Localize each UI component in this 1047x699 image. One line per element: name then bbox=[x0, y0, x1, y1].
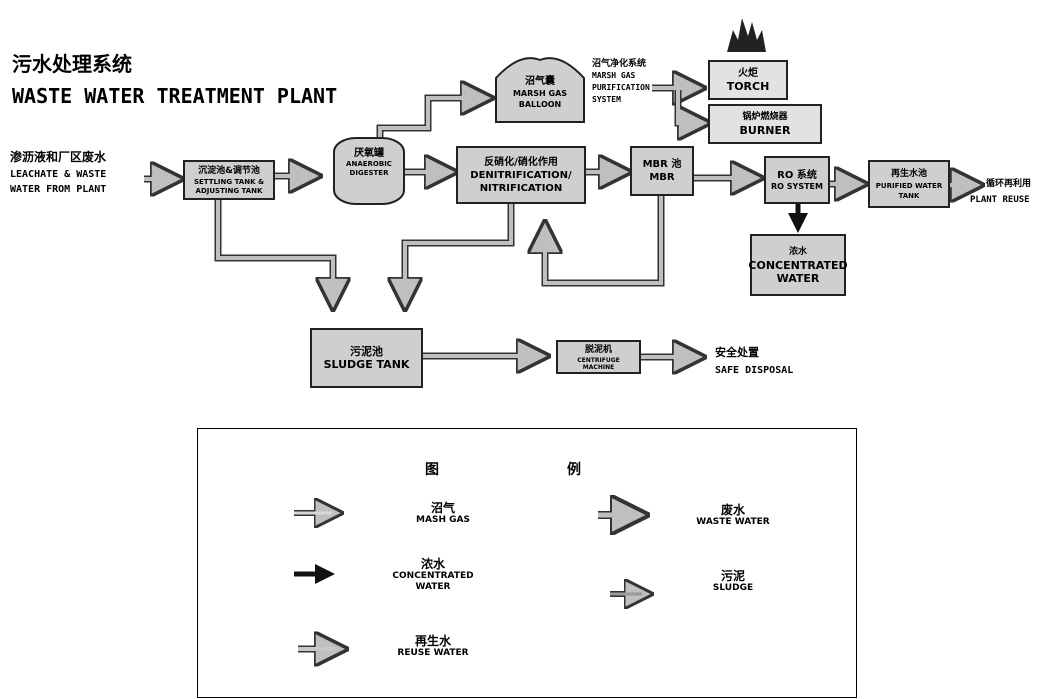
legend-item-sludge: 污泥 SLUDGE bbox=[678, 569, 788, 594]
legend-concentrated-cn: 浓水 bbox=[420, 557, 445, 571]
legend-item-reuse: 再生水 REUSE WATER bbox=[378, 634, 488, 659]
digester-shape bbox=[333, 137, 405, 205]
concentrated-en1: CONCENTRATED bbox=[748, 258, 848, 272]
torch-cn: 火炬 bbox=[738, 68, 758, 79]
torch-en: TORCH bbox=[726, 80, 770, 93]
legend-reuse-cn: 再生水 bbox=[414, 634, 451, 648]
legend-waste-en1: WASTE WATER bbox=[696, 517, 770, 527]
sludge-tank: 污泥池 SLUDGE TANK bbox=[310, 328, 423, 388]
purification-cn: 沼气净化系统 bbox=[592, 59, 647, 69]
settling-tank: 沉淀池&调节池 SETTLING TANK & ADJUSTING TANK bbox=[183, 160, 275, 200]
purified-en2: TANK bbox=[898, 191, 920, 200]
reuse-label-cn: 循环再利用 bbox=[986, 179, 1032, 189]
balloon-shape bbox=[495, 57, 585, 123]
purification-en2: PURIFICATION bbox=[592, 83, 650, 92]
arrow-denit-sludge bbox=[405, 200, 515, 305]
title-cn: 污水处理系统 bbox=[12, 52, 132, 76]
balloon-label: 沼气囊 MARSH GAS BALLOON bbox=[496, 76, 584, 110]
denit-en1: DENITRIFICATION/ bbox=[470, 169, 572, 181]
legend-reuse-en1: REUSE WATER bbox=[397, 648, 469, 658]
arrow-purif-burner bbox=[674, 88, 705, 123]
ro-cn: RO 系统 bbox=[777, 169, 817, 181]
settling-en1: SETTLING TANK & bbox=[193, 177, 265, 186]
digester-label: 厌氧罐 ANAEROBIC DIGESTER bbox=[334, 148, 404, 178]
centrifuge-cn: 脱泥机 bbox=[584, 344, 612, 355]
legend-concentrated-en1: CONCENTRATED bbox=[392, 571, 474, 581]
centrifuge-box: 脱泥机 CENTRIFUGE MACHINE bbox=[556, 340, 641, 374]
source-label-en1: LEACHATE & WASTE bbox=[10, 169, 107, 180]
purification-label: 沼气净化系统 MARSH GAS PURIFICATION SYSTEM bbox=[592, 58, 650, 106]
denit-en2: NITRIFICATION bbox=[479, 182, 563, 194]
mbr-box: MBR 池 MBR bbox=[630, 146, 694, 196]
legend-sludge-en1: SLUDGE bbox=[712, 583, 754, 593]
settling-cn: 沉淀池&调节池 bbox=[198, 165, 260, 176]
digester-en1: ANAEROBIC bbox=[346, 160, 392, 168]
legend-gas-en1: MASH GAS bbox=[416, 515, 470, 525]
concentrated-box: 浓水 CONCENTRATED WATER bbox=[748, 234, 848, 296]
balloon-en1: MARSH GAS bbox=[512, 89, 568, 98]
purified-cn: 再生水池 bbox=[890, 168, 927, 179]
title-en: WASTE WATER TREATMENT PLANT bbox=[12, 84, 338, 108]
purification-en1: MARSH GAS bbox=[592, 71, 636, 80]
legend-item-waste: 废水 WASTE WATER bbox=[678, 503, 788, 528]
torch-box: 火炬 TORCH bbox=[708, 60, 788, 100]
ro-box: RO 系统 RO SYSTEM bbox=[764, 156, 830, 204]
mbr-cn: MBR 池 bbox=[642, 159, 682, 170]
legend-item-concentrated: 浓水 CONCENTRATED WATER bbox=[378, 557, 488, 593]
legend-panel: 图 例 沼气 MASH GAS 废水 WASTE WATER 浓水 CONCEN… bbox=[197, 428, 857, 698]
burner-en: BURNER bbox=[739, 124, 791, 137]
centrifuge-en1: CENTRIFUGE bbox=[577, 356, 620, 364]
disposal-label-cn: 安全处置 bbox=[715, 346, 759, 359]
legend-waste-cn: 废水 bbox=[720, 503, 745, 517]
legend-arrows bbox=[294, 429, 858, 699]
purification-en3: SYSTEM bbox=[592, 95, 621, 104]
legend-title-1: 图 bbox=[425, 462, 439, 478]
legend-item-gas: 沼气 MASH GAS bbox=[388, 501, 498, 526]
legend-sludge-cn: 污泥 bbox=[720, 569, 745, 583]
digester-cn: 厌氧罐 bbox=[354, 148, 384, 159]
sludge-cn: 污泥池 bbox=[350, 345, 383, 358]
source-label-en2: WATER FROM PLANT bbox=[10, 184, 107, 195]
sludge-en: SLUDGE TANK bbox=[323, 358, 410, 371]
arrow-mbr-recycle bbox=[545, 195, 665, 287]
arrow-digester-balloon bbox=[376, 98, 488, 140]
ro-en: RO SYSTEM bbox=[771, 181, 823, 191]
concentrated-cn: 浓水 bbox=[788, 246, 807, 257]
burner-box: 锅炉燃烧器 BURNER bbox=[708, 104, 822, 144]
digester-en2: DIGESTER bbox=[349, 169, 389, 177]
torch-flame-icon bbox=[727, 18, 766, 52]
purified-en1: PURIFIED WATER bbox=[875, 181, 943, 190]
burner-cn: 锅炉燃烧器 bbox=[742, 112, 788, 122]
purified-tank: 再生水池 PURIFIED WATER TANK bbox=[868, 160, 950, 208]
disposal-label-en: SAFE DISPOSAL bbox=[715, 365, 794, 376]
concentrated-en2: WATER bbox=[776, 271, 820, 285]
legend-title-2: 例 bbox=[567, 462, 581, 478]
centrifuge-en2: MACHINE bbox=[582, 363, 615, 371]
reuse-label-en: PLANT REUSE bbox=[970, 195, 1030, 205]
denitrification-box: 反硝化/硝化作用 DENITRIFICATION/ NITRIFICATION bbox=[456, 146, 586, 204]
balloon-en2: BALLOON bbox=[518, 100, 562, 109]
settling-en2: ADJUSTING TANK bbox=[195, 186, 263, 195]
mbr-en: MBR bbox=[649, 172, 675, 183]
legend-gas-cn: 沼气 bbox=[430, 501, 455, 515]
denit-cn: 反硝化/硝化作用 bbox=[484, 156, 558, 168]
balloon-cn: 沼气囊 bbox=[525, 76, 555, 87]
source-label-cn: 渗沥液和厂区废水 bbox=[10, 150, 107, 164]
arrow-settling-sludge bbox=[214, 200, 333, 305]
legend-concentrated-en2: WATER bbox=[415, 582, 451, 592]
